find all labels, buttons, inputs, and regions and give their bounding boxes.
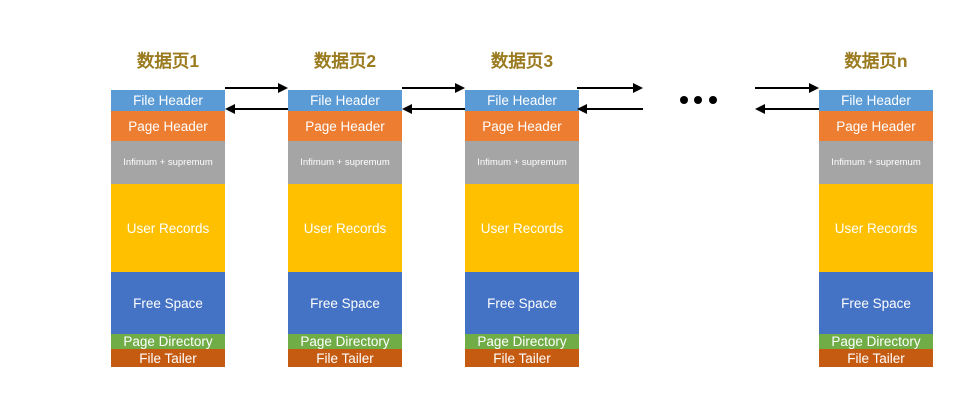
- section-infimum-supremum: Infimum + supremum: [288, 141, 402, 184]
- section-free-space: Free Space: [819, 272, 933, 334]
- section-free-space: Free Space: [465, 272, 579, 334]
- section-user-records: User Records: [819, 184, 933, 272]
- prev-page-arrow-line: [234, 108, 288, 110]
- section-page-directory: Page Directory: [288, 334, 402, 349]
- section-file-tailer: File Tailer: [819, 349, 933, 367]
- section-page-directory: Page Directory: [111, 334, 225, 349]
- section-file-tailer: File Tailer: [111, 349, 225, 367]
- page-title: 数据页n: [844, 51, 908, 71]
- section-file-header: File Header: [288, 90, 402, 111]
- prev-page-arrow-line: [586, 108, 643, 110]
- prev-page-arrow-head: [402, 104, 412, 114]
- section-file-tailer: File Tailer: [465, 349, 579, 367]
- next-page-arrow-head: [278, 83, 288, 93]
- next-page-arrow-line: [755, 87, 810, 89]
- prev-page-arrow-head: [225, 104, 235, 114]
- section-infimum-supremum: Infimum + supremum: [111, 141, 225, 184]
- prev-page-arrow-line: [411, 108, 465, 110]
- section-page-directory: Page Directory: [819, 334, 933, 349]
- page-title: 数据页2: [313, 51, 377, 71]
- section-file-header: File Header: [465, 90, 579, 111]
- next-page-arrow-line: [225, 87, 279, 89]
- section-user-records: User Records: [288, 184, 402, 272]
- section-free-space: Free Space: [111, 272, 225, 334]
- ellipsis-dot: [680, 96, 688, 104]
- section-file-header: File Header: [819, 90, 933, 111]
- prev-page-arrow-line: [764, 108, 819, 110]
- section-file-header: File Header: [111, 90, 225, 111]
- section-user-records: User Records: [465, 184, 579, 272]
- prev-page-arrow-head: [577, 104, 587, 114]
- section-page-header: Page Header: [819, 111, 933, 141]
- section-page-header: Page Header: [465, 111, 579, 141]
- ellipsis-dot: [694, 96, 702, 104]
- next-page-arrow-head: [809, 83, 819, 93]
- section-user-records: User Records: [111, 184, 225, 272]
- section-page-directory: Page Directory: [465, 334, 579, 349]
- section-infimum-supremum: Infimum + supremum: [465, 141, 579, 184]
- prev-page-arrow-head: [755, 104, 765, 114]
- next-page-arrow-line: [577, 87, 634, 89]
- section-page-header: Page Header: [111, 111, 225, 141]
- next-page-arrow-head: [633, 83, 643, 93]
- section-infimum-supremum: Infimum + supremum: [819, 141, 933, 184]
- ellipsis-dot: [709, 96, 717, 104]
- section-free-space: Free Space: [288, 272, 402, 334]
- section-page-header: Page Header: [288, 111, 402, 141]
- page-title: 数据页1: [136, 51, 200, 71]
- next-page-arrow-line: [402, 87, 456, 89]
- next-page-arrow-head: [455, 83, 465, 93]
- page-title: 数据页3: [490, 51, 554, 71]
- section-file-tailer: File Tailer: [288, 349, 402, 367]
